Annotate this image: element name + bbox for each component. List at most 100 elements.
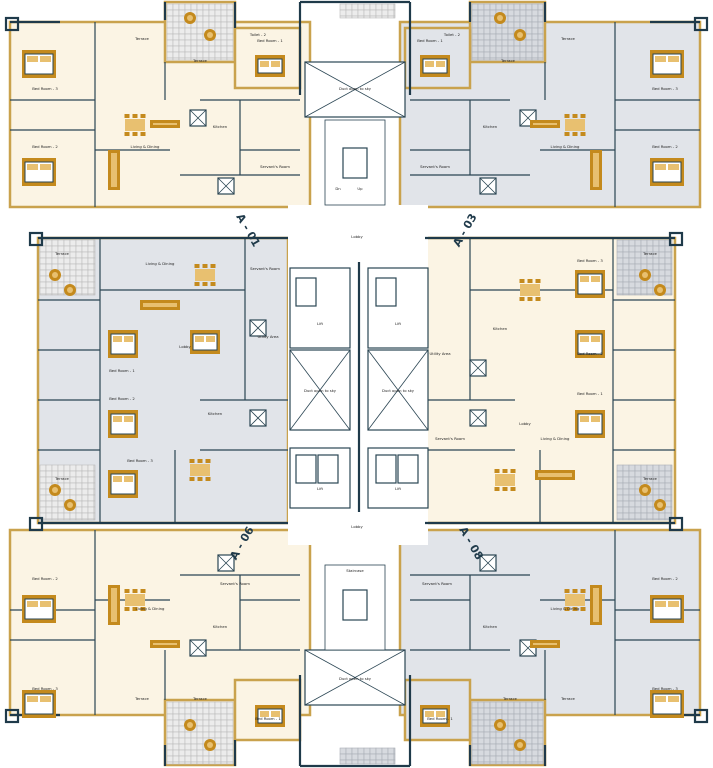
floor-tile xyxy=(75,506,83,514)
floor-tile xyxy=(381,15,389,19)
floor-tile xyxy=(387,9,395,17)
floor-tile xyxy=(93,476,96,484)
floor-tile xyxy=(375,747,383,755)
dining-set xyxy=(124,589,146,611)
floor-tile xyxy=(202,725,210,733)
floor-tile xyxy=(477,45,485,53)
floor-tile xyxy=(214,15,222,23)
floor-tile xyxy=(471,9,479,17)
partitions xyxy=(10,22,700,715)
floor-tile xyxy=(69,251,77,259)
bed-furniture xyxy=(650,595,684,623)
floor-tile xyxy=(196,737,204,745)
floor-tile xyxy=(471,731,479,739)
floor-tile xyxy=(220,21,228,29)
floor-tile xyxy=(166,749,174,757)
bed-furniture xyxy=(255,705,285,727)
floor-tile xyxy=(531,3,539,11)
duct-marker xyxy=(479,177,497,195)
floor-tile xyxy=(513,3,521,11)
floor-tile xyxy=(513,15,521,23)
floor-tile xyxy=(477,713,485,721)
floor-tile xyxy=(477,761,485,765)
floor-tile xyxy=(652,518,660,521)
floor-tile xyxy=(178,45,186,53)
floor-tile xyxy=(87,464,95,472)
floor-tile xyxy=(45,257,53,265)
floor-tile xyxy=(652,269,660,277)
floor-tile xyxy=(658,512,666,520)
floor-tile xyxy=(471,743,479,751)
floor-tile xyxy=(537,743,544,751)
room-label: Toilet - 2 xyxy=(443,32,461,37)
plant-decor xyxy=(494,12,506,24)
floor-tile xyxy=(172,57,180,61)
floor-tile xyxy=(202,701,210,709)
room-label: Toilet - 2 xyxy=(249,32,267,37)
floor-tile xyxy=(339,759,347,765)
room-label: Kitchen xyxy=(493,326,508,331)
floor-tile xyxy=(93,263,96,271)
floor-tile xyxy=(670,281,673,289)
floor-tile xyxy=(640,239,648,247)
floor-tile xyxy=(634,506,642,514)
room-label: Lobby xyxy=(519,421,531,426)
floor-tile xyxy=(628,488,636,496)
floor-tile xyxy=(513,761,521,765)
floor-tile xyxy=(87,275,95,283)
floor-tile xyxy=(214,761,222,765)
floor-tile xyxy=(519,51,527,59)
plant-decor xyxy=(49,269,61,281)
floor-tile xyxy=(652,257,660,265)
sofa-furniture xyxy=(530,640,560,648)
floor-tile xyxy=(664,482,672,490)
floor-tile xyxy=(39,275,47,283)
floor-tile xyxy=(622,518,630,521)
floor-tile xyxy=(501,743,509,751)
floor-tile xyxy=(172,707,180,715)
floor-tile xyxy=(531,755,539,763)
floor-tile xyxy=(178,33,186,41)
bed-furniture xyxy=(108,410,138,438)
floor-tile xyxy=(489,707,497,715)
floor-tile xyxy=(483,39,491,47)
floor-tile xyxy=(75,293,83,296)
floor-tile xyxy=(63,488,71,496)
floor-tile xyxy=(172,743,180,751)
floor-tile xyxy=(489,743,497,751)
bed-furniture xyxy=(420,55,450,77)
floor-tile xyxy=(664,251,672,259)
floor-tile xyxy=(220,725,228,733)
floor-tile xyxy=(477,27,485,35)
plant-decor xyxy=(514,739,526,751)
floor-tile xyxy=(483,743,491,751)
floor-tile xyxy=(519,701,527,709)
floor-tile xyxy=(214,725,222,733)
room-label: Terrace xyxy=(192,58,207,63)
floor-tile xyxy=(525,713,533,721)
floor-tile xyxy=(45,464,53,472)
floor-tile xyxy=(178,731,186,739)
floor-tile xyxy=(670,293,673,296)
floor-tile xyxy=(87,293,95,296)
floor-tile xyxy=(51,257,59,265)
floor-tile xyxy=(477,719,485,727)
floor-tile xyxy=(87,488,95,496)
dining-set xyxy=(494,469,516,491)
room-label: Bed Room - 3 xyxy=(577,258,603,263)
floor-tile xyxy=(507,45,515,53)
floor-tile xyxy=(166,719,174,727)
floor-tile xyxy=(369,3,377,11)
floor-tile xyxy=(628,293,636,296)
floor-tile xyxy=(387,3,395,11)
floor-tile xyxy=(658,482,666,490)
room-label: Lift xyxy=(317,486,323,491)
floor-tile xyxy=(214,701,222,709)
floor-tile xyxy=(190,749,198,757)
room-label: Terrace xyxy=(500,58,515,63)
floor-tile xyxy=(471,27,479,35)
floor-tile xyxy=(664,494,672,502)
floor-tile xyxy=(75,512,83,520)
floor-tile xyxy=(537,39,544,47)
floor-tile xyxy=(81,506,89,514)
